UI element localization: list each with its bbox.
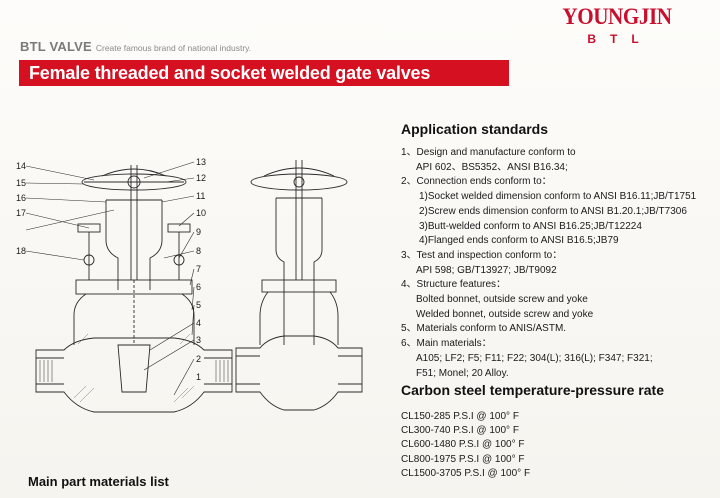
callout-12: 12 bbox=[196, 173, 206, 183]
callout-1: 1 bbox=[196, 372, 201, 382]
rating-line: CL1500-3705 P.S.I @ 100° F bbox=[401, 467, 531, 479]
rating-line: CL150-285 P.S.I @ 100° F bbox=[401, 411, 519, 422]
callout-18: 18 bbox=[16, 246, 26, 256]
callout-8: 8 bbox=[196, 246, 201, 256]
application-line: 1、Design and manufacture conform to bbox=[401, 147, 576, 158]
brand-line: BTL VALVE Create famous brand of nationa… bbox=[20, 39, 251, 54]
application-line: 3)Butt-welded conform to ANSI B16.25;JB/… bbox=[419, 220, 642, 232]
brand-name: BTL VALVE bbox=[20, 39, 92, 54]
application-line: F51; Monel; 20 Alloy. bbox=[416, 367, 509, 379]
application-standards-list: 1、Design and manufacture conform to API 6… bbox=[401, 146, 711, 381]
application-line: API 598; GB/T13927; JB/T9092 bbox=[416, 264, 557, 276]
application-line: 2、Connection ends conform to： bbox=[401, 176, 552, 188]
brand-tagline: Create famous brand of national industry… bbox=[95, 43, 252, 53]
callout-2: 2 bbox=[196, 354, 201, 364]
callout-11: 11 bbox=[196, 191, 205, 201]
callout-6: 6 bbox=[196, 282, 201, 292]
right-handwheel bbox=[250, 173, 348, 191]
application-line: 2)Screw ends dimension conform to ANSI B… bbox=[419, 205, 687, 217]
rating-line: CL600-1480 P.S.I @ 100° F bbox=[401, 439, 525, 451]
application-line: 4、Structure features： bbox=[401, 279, 507, 291]
application-line: 3、Test and inspection conform to： bbox=[401, 249, 563, 261]
callout-14: 14 bbox=[16, 161, 26, 171]
callout-10: 10 bbox=[196, 208, 206, 218]
callout-16: 16 bbox=[16, 193, 26, 203]
rating-line: CL800-1975 P.S.I @ 100° F bbox=[401, 453, 525, 465]
callout-4: 4 bbox=[196, 318, 201, 328]
rating-line: CL300-740 P.S.I @ 100° F bbox=[401, 425, 519, 437]
pressure-rate-section: Carbon steel temperature-pressure rate C… bbox=[401, 382, 711, 481]
ghost-text bbox=[180, 124, 183, 136]
callout-7: 7 bbox=[196, 264, 201, 274]
application-standards-section: Application standards 1、Design and manuf… bbox=[401, 121, 711, 381]
application-line: Bolted bonnet, outside screw and yoke bbox=[416, 294, 588, 306]
brand-logo: YOUNGJIN BTL bbox=[558, 4, 672, 46]
callout-17: 17 bbox=[16, 208, 26, 218]
callout-3: 3 bbox=[196, 335, 201, 345]
page-title: Female threaded and socket welded gate v… bbox=[19, 60, 509, 86]
application-line: 4)Flanged ends conform to ANSI B16.5;JB7… bbox=[419, 235, 619, 247]
pressure-rate-list: CL150-285 P.S.I @ 100° F CL300-740 P.S.I … bbox=[401, 410, 711, 481]
application-line: 1)Socket welded dimension conform to ANS… bbox=[419, 191, 697, 203]
application-standards-title: Application standards bbox=[401, 121, 549, 137]
left-handwheel bbox=[81, 173, 187, 191]
materials-list-title: Main part materials list bbox=[28, 474, 169, 489]
callout-13: 13 bbox=[196, 157, 206, 167]
pressure-rate-title: Carbon steel temperature-pressure rate bbox=[401, 382, 664, 398]
application-line: 5、Materials conform to ANIS/ASTM. bbox=[401, 323, 567, 335]
application-line: A105; LF2; F5; F11; F22; 304(L); 316(L);… bbox=[416, 352, 653, 364]
brand-logo-text: YOUNGJIN bbox=[562, 4, 672, 29]
brand-subtitle: BTL bbox=[587, 32, 653, 46]
application-line: API 602、BS5352、ANSI B16.34; bbox=[416, 161, 568, 173]
callout-9: 9 bbox=[196, 227, 201, 237]
valve-drawing: 13 14 15 16 17 18 12 11 10 9 8 7 6 5 4 3… bbox=[16, 157, 363, 413]
application-line: 6、Main materials： bbox=[401, 338, 492, 350]
callout-5: 5 bbox=[196, 300, 201, 310]
application-line: Welded bonnet, outside screw and yoke bbox=[416, 308, 594, 320]
callout-15: 15 bbox=[16, 178, 26, 188]
